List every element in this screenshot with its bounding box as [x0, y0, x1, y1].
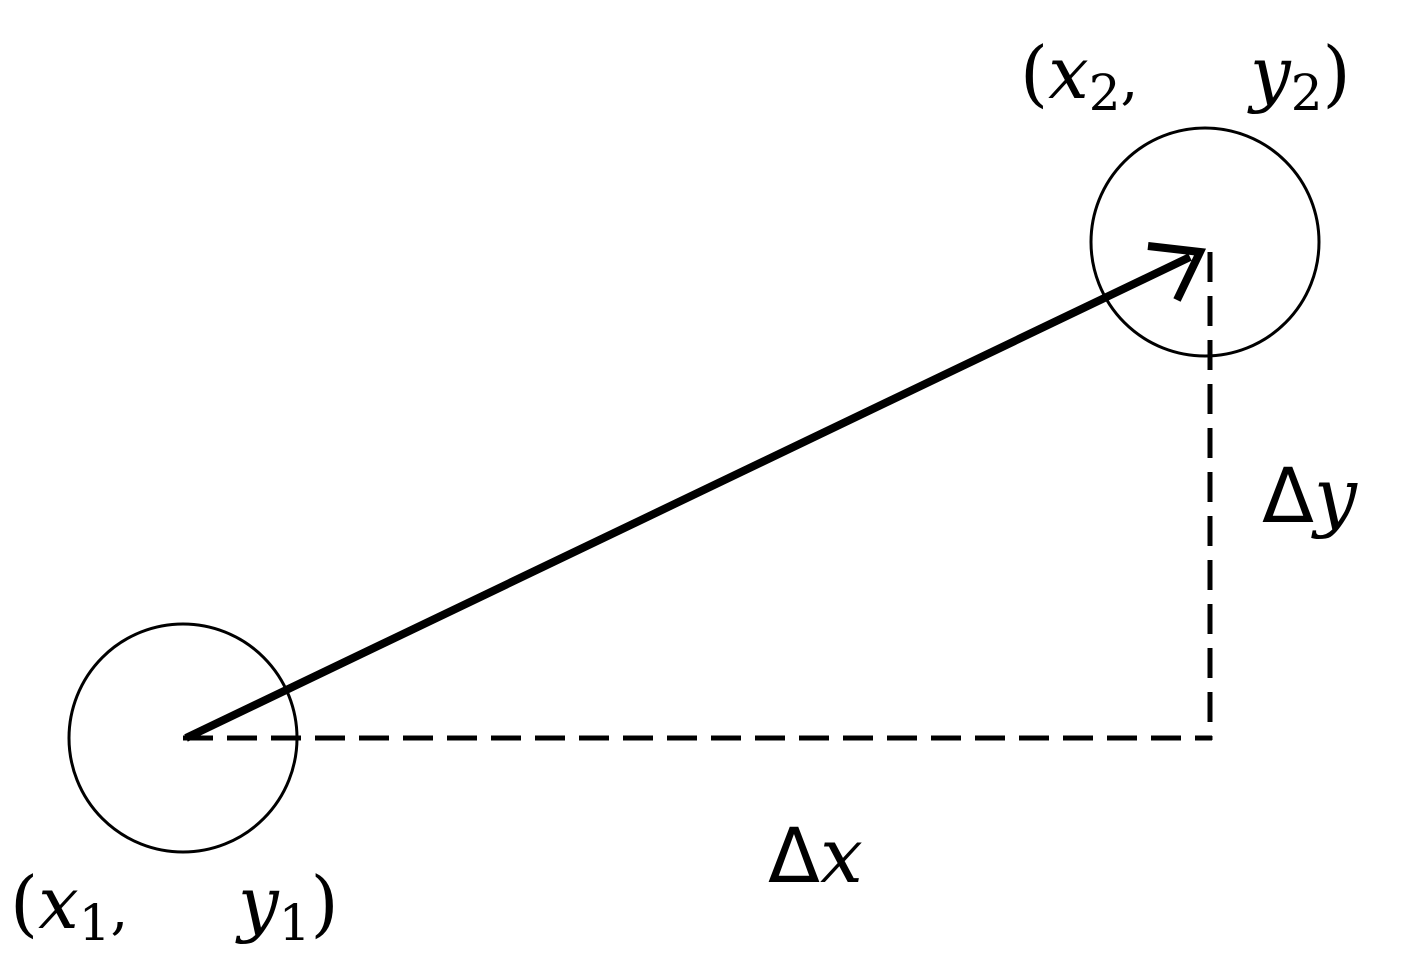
- arrowhead-icon: [1147, 242, 1207, 302]
- start-open-paren: (: [10, 861, 38, 945]
- delta-x-var: x: [820, 811, 863, 900]
- end-sep: ,: [1121, 47, 1139, 112]
- start-y-sub: 1: [279, 894, 311, 952]
- delta-y-var: y: [1311, 451, 1358, 540]
- delta-x-label: Δx: [768, 811, 863, 900]
- end-close-paren: ): [1323, 31, 1351, 115]
- end-y-var: y: [1247, 31, 1292, 115]
- start-close-paren: ): [311, 861, 339, 945]
- displacement-arrow: [184, 253, 1192, 742]
- delta-x-symbol: Δ: [768, 811, 820, 900]
- end-point-label: (x2,y2): [1020, 31, 1351, 122]
- start-y-var: y: [235, 861, 280, 945]
- start-x-var: x: [38, 861, 79, 945]
- start-x-sub: 1: [79, 894, 111, 952]
- delta-y-symbol: Δ: [1262, 451, 1314, 540]
- end-x-sub: 2: [1089, 64, 1121, 122]
- end-circle: [1089, 126, 1321, 358]
- end-x-var: x: [1048, 31, 1089, 115]
- end-y-sub: 2: [1291, 64, 1323, 122]
- start-sep: ,: [111, 877, 129, 942]
- end-open-paren: (: [1020, 31, 1048, 115]
- start-point-label: (x1,y1): [10, 861, 339, 952]
- delta-y-label: Δy: [1262, 451, 1358, 540]
